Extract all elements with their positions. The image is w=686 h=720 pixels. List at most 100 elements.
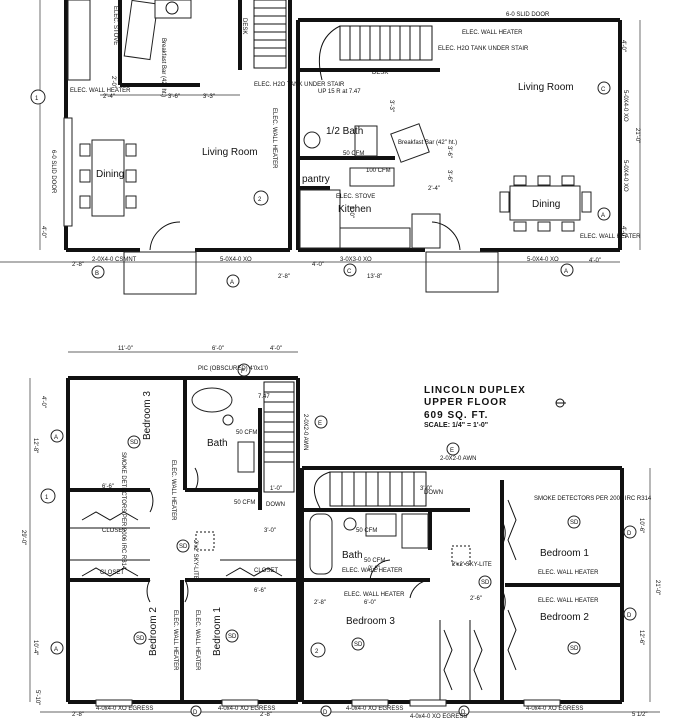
label: 5-0X4-0 XO: [622, 160, 628, 192]
sheet-scale: SCALE: 1/4" = 1'-0": [424, 422, 488, 429]
lower-floor: 1 2 C A B A C A Dining Living Room Livin…: [0, 0, 641, 295]
upper-floor: SD SD SD SD SD SD SD SD F E E 1 2 A A D …: [20, 346, 660, 720]
dimension: 2'-0": [110, 76, 116, 88]
egress-window: [523, 699, 561, 707]
grid-marker: F: [237, 363, 251, 377]
dimension: 3'-0": [348, 206, 354, 218]
dimension: 3'-0": [420, 486, 432, 492]
dimension: 21'-0": [654, 580, 660, 595]
sheet-title: LINCOLN DUPLEX: [424, 385, 526, 396]
room-label: Dining: [96, 169, 124, 180]
grid-marker: A: [226, 274, 240, 288]
toilet: [222, 414, 234, 426]
toilet: [303, 131, 321, 149]
counter: [299, 189, 341, 249]
closet-door: [507, 609, 517, 671]
label: ELEC. WALL HEATER: [194, 610, 200, 671]
label: 50 CFM: [343, 151, 364, 157]
smoke-detector: SD: [478, 575, 492, 589]
room-label: Bath: [342, 550, 363, 561]
grid-marker: D: [320, 705, 332, 717]
label: UP 15 R at 7.47: [318, 89, 361, 95]
dimension: 2'-8": [72, 262, 84, 268]
lavatory: [237, 441, 255, 473]
dining-table-left: [79, 139, 137, 217]
label: 50 CFM: [236, 430, 257, 436]
svg-text:SD: SD: [136, 636, 145, 642]
section-marker: 2: [253, 190, 269, 206]
label: PIC (OBSCURED) 4'0x1'0: [198, 366, 269, 372]
grid-marker: E: [314, 415, 328, 429]
closet-door: [225, 567, 283, 577]
label: 50 CFM: [356, 528, 377, 534]
dimension: 3'-3": [203, 94, 215, 100]
room-label: pantry: [302, 174, 330, 185]
grid-marker: C: [597, 81, 611, 95]
closet-door: [443, 629, 453, 691]
label: 100 CFM: [366, 168, 391, 174]
dimension: 4'-0": [40, 396, 46, 408]
label: ELEC. WALL HEATER: [170, 460, 176, 521]
svg-text:SD: SD: [179, 544, 188, 550]
grid-marker: D: [623, 607, 637, 621]
closet-door: [507, 499, 517, 561]
svg-text:D: D: [627, 531, 632, 537]
label: CLOSET: [102, 528, 126, 534]
svg-text:F: F: [241, 369, 245, 375]
smoke-detector: SD: [225, 629, 239, 643]
section-marker: 1: [40, 488, 56, 504]
smoke-detector: SD: [127, 435, 141, 449]
grid-marker: A: [50, 641, 64, 655]
stair-right: [318, 25, 433, 81]
dimension: 3'-0": [264, 528, 276, 534]
label: ELEC. WALL HEATER: [172, 610, 178, 671]
dimension: 3'-6": [168, 94, 180, 100]
svg-text:A: A: [564, 269, 568, 275]
grid-marker: A: [50, 429, 64, 443]
dimension: 2'-8": [260, 712, 272, 718]
dimension: 4'-0": [270, 346, 282, 352]
label: 6-0 SLID DOOR: [506, 12, 550, 18]
sheet-subtitle: UPPER FLOOR: [424, 397, 507, 408]
dimension: 12'-6": [638, 630, 644, 645]
smoke-detector: SD: [567, 641, 581, 655]
room-label: Bedroom 3: [142, 391, 153, 440]
dimension: 12'-8": [32, 438, 38, 453]
label: DESK: [372, 70, 388, 76]
label: 4-0x4-0 XO EGRESS: [346, 706, 403, 712]
svg-text:SD: SD: [570, 646, 579, 652]
room-label: Bedroom 2: [540, 612, 589, 623]
svg-text:A: A: [230, 280, 234, 286]
label: ELEC. H2O TANK UNDER STAIR: [254, 82, 345, 88]
dimension: 5 1/2": [632, 712, 647, 718]
egress-window: [409, 699, 447, 707]
sink: [154, 0, 192, 19]
smoke-detector: SD: [176, 539, 190, 553]
dimension: 29'-0": [20, 530, 26, 545]
label: ELEC. WALL HEATER: [538, 570, 599, 576]
label: 6-0 SLID DOOR: [50, 150, 56, 194]
egress-window: [221, 699, 259, 707]
label: 4-0x4-0 XO EGRESS: [410, 714, 467, 720]
label: CLOSET: [100, 570, 124, 576]
toilet: [343, 517, 357, 531]
svg-text:2: 2: [315, 649, 319, 655]
room-label: Living Room: [202, 147, 258, 158]
linen: [401, 513, 429, 549]
svg-text:E: E: [450, 448, 454, 454]
counter: [67, 0, 91, 81]
dimension: 13'-8": [367, 274, 382, 280]
dimension: 2'-4": [103, 94, 115, 100]
grid-marker: D: [623, 525, 637, 539]
svg-text:2: 2: [258, 197, 262, 203]
room-label: Bedroom 2: [148, 607, 159, 656]
dimension: 1'-0": [270, 486, 282, 492]
dimension: 2'-6": [470, 596, 482, 602]
room-label: Kitchen: [338, 204, 371, 215]
dimension: 3'-6": [446, 146, 452, 158]
dimension: 2'-8": [72, 712, 84, 718]
smoke-detector: SD: [351, 637, 365, 651]
dimension: 10'-6": [638, 518, 644, 533]
dimension: 2'-8": [278, 274, 290, 280]
